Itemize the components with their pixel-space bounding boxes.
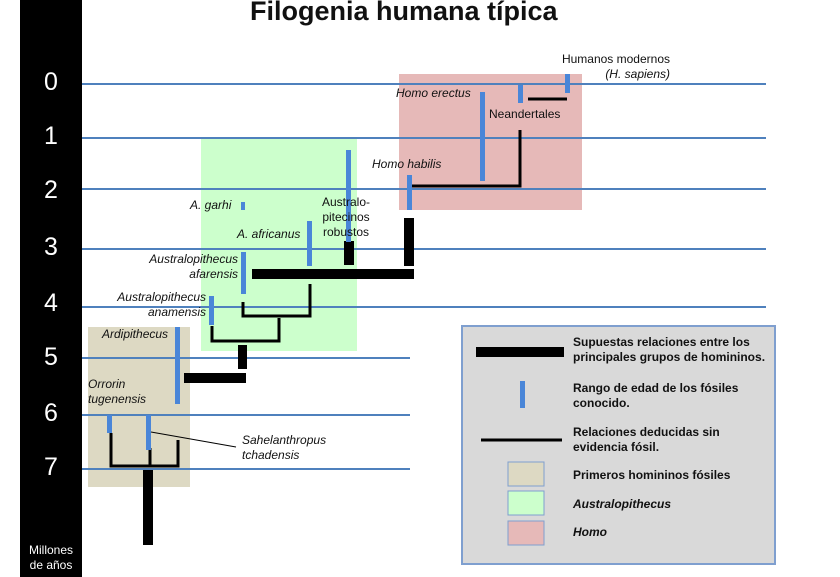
axis-unit-label: Millones de años bbox=[20, 543, 82, 573]
main-relationships bbox=[143, 218, 414, 545]
anamensis-stem bbox=[238, 345, 247, 369]
label-afarensis-line-1: Australopithecus bbox=[149, 252, 238, 266]
label-sahelanthropus: Sahelanthropus tchadensis bbox=[242, 433, 326, 463]
legend-thin-line-2: evidencia fósil. bbox=[573, 440, 660, 454]
afarensis-split bbox=[241, 284, 312, 318]
time-axis bbox=[20, 0, 82, 577]
label-a-garhi: A. garhi bbox=[190, 198, 232, 212]
label-sahelanthropus-line-1: Sahelanthropus bbox=[242, 433, 327, 447]
fossil-ranges bbox=[107, 74, 570, 450]
label-anamensis-line-1: Australopithecus bbox=[117, 290, 206, 304]
label-afarensis-line-2: afarensis bbox=[189, 267, 238, 281]
label-orrorin-line-1: Orrorin bbox=[88, 377, 126, 391]
label-a-africanus: A. africanus bbox=[237, 227, 301, 241]
legend-homo-swatch bbox=[507, 520, 545, 546]
axis-unit-line-1: Millones bbox=[28, 543, 73, 557]
label-sahelanthropus-line-2: tchadensis bbox=[242, 448, 300, 462]
range-anamensis bbox=[209, 296, 214, 325]
range-habilis bbox=[407, 175, 412, 210]
legend-thick-line-1: Supuestas relaciones entre los bbox=[573, 335, 750, 349]
label-modern-humans-line-2: (H. sapiens) bbox=[605, 67, 670, 81]
label-modern-humans: Humanos modernos (H. sapiens) bbox=[540, 52, 670, 82]
label-robust-line-1: Australo- bbox=[321, 195, 371, 209]
label-anamensis-line-2: anamensis bbox=[147, 305, 206, 319]
range-ardipithecus bbox=[175, 327, 180, 404]
axis-tick-2: 2 bbox=[44, 176, 58, 204]
legend-early-label: Primeros homininos fósiles bbox=[573, 468, 731, 482]
legend-homo-label: Homo bbox=[573, 525, 607, 539]
label-anamensis: Australopithecus anamensis bbox=[96, 290, 206, 320]
range-garhi bbox=[241, 202, 245, 210]
afarensis-junction bbox=[252, 269, 414, 279]
diagram-title: Filogenia humana típica bbox=[250, 0, 558, 26]
axis-tick-5: 5 bbox=[44, 343, 58, 371]
label-afarensis: Australopithecus afarensis bbox=[128, 252, 238, 282]
axis-tick-3: 3 bbox=[44, 233, 58, 261]
legend-early-swatch bbox=[507, 461, 545, 487]
legend-thick-label: Supuestas relaciones entre los principal… bbox=[573, 335, 765, 365]
range-africanus bbox=[307, 221, 312, 266]
homo-split bbox=[410, 130, 522, 188]
axis-tick-0: 0 bbox=[44, 68, 58, 96]
range-sapiens bbox=[565, 74, 570, 93]
inferred-relationships bbox=[109, 97, 567, 468]
timeline-lines bbox=[82, 83, 766, 470]
label-homo-habilis: Homo habilis bbox=[372, 157, 442, 171]
legend-thick-line-2: principales grupos de homininos. bbox=[573, 350, 766, 364]
axis-unit-line-2: de años bbox=[29, 558, 73, 572]
sahelanthropus-pointer bbox=[150, 431, 237, 448]
label-robust-australopiths: Australo- pitecinos robustos bbox=[314, 195, 378, 240]
basal-stem-foot bbox=[143, 536, 153, 545]
label-modern-humans-line-1: Humanos modernos bbox=[561, 52, 670, 66]
legend-thin-line-1: Relaciones deducidas sin bbox=[573, 425, 720, 439]
legend-australopithecus-swatch bbox=[507, 490, 545, 516]
range-sahelanthropus bbox=[146, 415, 151, 450]
range-orrorin bbox=[107, 415, 112, 433]
basal-stem bbox=[143, 470, 153, 538]
early-split bbox=[109, 433, 180, 468]
early-hominins-region bbox=[88, 327, 190, 487]
legend-fossil-swatch bbox=[520, 381, 525, 408]
robust-stem bbox=[344, 241, 354, 265]
label-robust-line-2: pitecinos bbox=[322, 210, 370, 224]
legend-fossil-line-2: conocido. bbox=[573, 396, 630, 410]
ardipithecus-to-australopiths bbox=[184, 373, 246, 383]
axis-tick-4: 4 bbox=[44, 289, 58, 317]
label-robust-line-3: robustos bbox=[322, 225, 370, 239]
anamensis-split bbox=[210, 318, 281, 343]
label-neanderthals: Neandertales bbox=[489, 107, 561, 121]
axis-tick-7: 7 bbox=[44, 453, 58, 481]
range-erectus bbox=[480, 92, 485, 181]
legend-fossil-label: Rango de edad de los fósiles conocido. bbox=[573, 381, 738, 411]
range-robust bbox=[346, 150, 351, 242]
legend-thick-swatch bbox=[476, 347, 564, 357]
homo-stem bbox=[404, 218, 414, 266]
label-homo-erectus: Homo erectus bbox=[396, 86, 471, 100]
label-orrorin: Orrorin tugenensis bbox=[88, 377, 146, 407]
range-afarensis bbox=[241, 252, 246, 294]
range-neanderthals bbox=[518, 85, 523, 103]
legend-australopithecus-label: Australopithecus bbox=[573, 497, 672, 511]
legend-thin-label: Relaciones deducidas sin evidencia fósil… bbox=[573, 425, 720, 455]
label-ardipithecus: Ardipithecus bbox=[102, 327, 169, 341]
axis-tick-1: 1 bbox=[44, 122, 58, 150]
axis-tick-6: 6 bbox=[44, 399, 58, 427]
label-orrorin-line-2: tugenensis bbox=[88, 392, 147, 406]
legend-fossil-line-1: Rango de edad de los fósiles bbox=[573, 381, 739, 395]
